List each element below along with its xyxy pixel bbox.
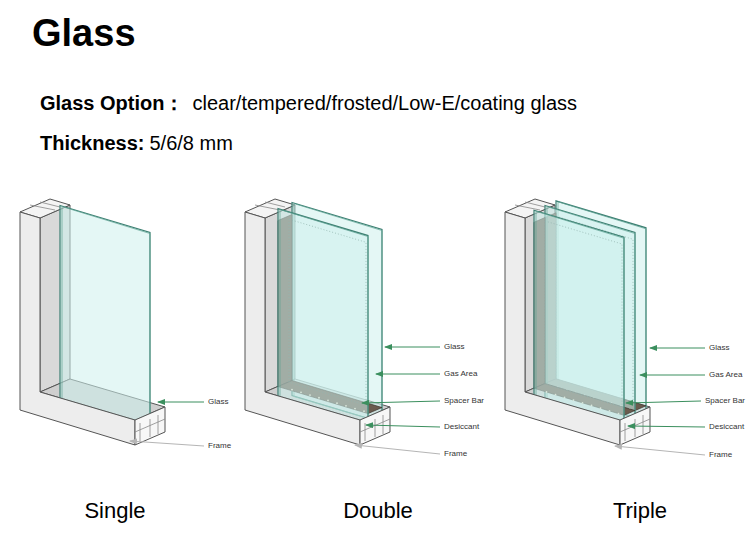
glass-edge	[62, 207, 150, 426]
page-title: Glass	[32, 12, 136, 56]
callout-label: Desiccant	[708, 422, 745, 431]
leader-line	[628, 426, 705, 427]
thickness-value: 5/6/8 mm	[149, 132, 232, 155]
type-caption: Double	[343, 498, 413, 523]
glass-edge	[536, 211, 624, 430]
leader-line	[615, 446, 705, 455]
leader-line	[366, 425, 440, 427]
type-caption: Single	[84, 498, 145, 523]
callout-label: Glass	[443, 342, 465, 351]
callout-label: Frame	[708, 450, 733, 459]
leader-line	[158, 402, 204, 403]
callout-label: Glass	[708, 343, 730, 352]
glass-pane	[278, 209, 368, 429]
callout-label: Spacer Bar	[704, 396, 746, 405]
callout-label: Spacer Bar	[443, 396, 485, 405]
frame-front	[20, 212, 165, 445]
glass-edge	[280, 210, 368, 429]
callout-label: Desiccant	[443, 422, 480, 431]
callout-label: Glass	[207, 397, 229, 406]
triple-window	[505, 199, 650, 445]
glass-panes	[60, 206, 150, 426]
callout-label: Frame	[443, 449, 468, 458]
callout-label: Gas Area	[708, 370, 743, 379]
leader-line	[626, 401, 701, 403]
leader-line	[130, 441, 204, 446]
glass-panes	[278, 203, 382, 429]
glass-pane	[534, 210, 624, 430]
leader-line	[376, 374, 440, 375]
frame-front	[245, 212, 390, 445]
leader-line	[640, 375, 705, 376]
thickness-heading: Thickness:	[40, 132, 144, 155]
double-window	[245, 199, 390, 445]
callout-label: Frame	[207, 441, 232, 450]
leader-line	[362, 401, 440, 403]
frame-front	[505, 212, 650, 445]
option-list: clear/tempered/frosted/Low-E/coating gla…	[192, 92, 577, 115]
option-heading: Glass Option：	[40, 92, 184, 115]
glass-pane	[60, 206, 150, 426]
type-caption: Triple	[613, 498, 667, 523]
leader-line	[385, 347, 440, 348]
callout-label: Gas Area	[443, 369, 478, 378]
leader-line	[650, 348, 705, 349]
single-window	[20, 199, 165, 445]
glass-panes	[534, 201, 646, 430]
leader-line	[355, 445, 440, 454]
